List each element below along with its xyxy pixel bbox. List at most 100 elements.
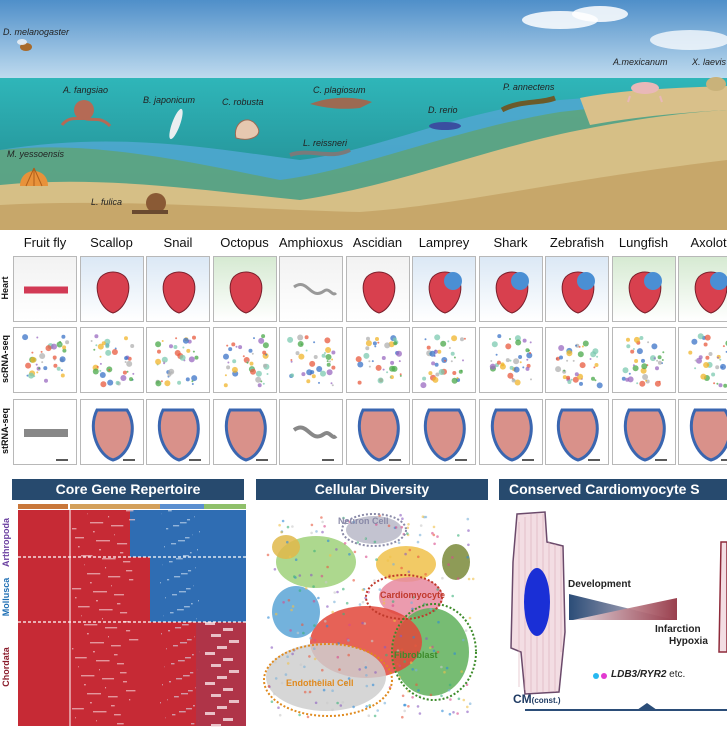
strna-plot (346, 399, 410, 465)
shark-icon (310, 98, 372, 109)
strna-plot (13, 399, 77, 465)
snail-icon (132, 193, 168, 213)
column-header: Zebrafish (539, 235, 615, 250)
heart-image (612, 256, 676, 322)
marker-dot-cyan (593, 673, 599, 679)
scrna-plot (279, 327, 343, 393)
strna-plot (412, 399, 476, 465)
amphioxus-icon (167, 108, 185, 141)
group-label-chordata: Chordata (1, 647, 11, 687)
gene-suffix: etc. (666, 669, 685, 680)
core-gene-title: Core Gene Repertoire (12, 479, 244, 500)
axis-marker-icon (637, 703, 657, 710)
scrna-plot (146, 327, 210, 393)
scrna-plot (412, 327, 476, 393)
species-label: P. annectens (503, 82, 554, 92)
scrna-plot (545, 327, 609, 393)
infarction-label: Infarction (655, 624, 701, 635)
organism-glyphs (0, 0, 727, 230)
species-label: A. fangsiao (63, 85, 108, 95)
heart-image (678, 256, 727, 322)
species-label: C. plagiosum (313, 85, 366, 95)
species-label: X. laevis (692, 57, 726, 67)
species-label: L. fulica (91, 197, 122, 207)
row-label: stRNA-seq (0, 401, 10, 461)
cm-main: CM (513, 692, 532, 706)
strna-plot (545, 399, 609, 465)
marker-dot-magenta (601, 673, 607, 679)
cm-label: CM(const.) (513, 692, 561, 706)
heart-image (146, 256, 210, 322)
heart-image (545, 256, 609, 322)
species-label: D. rerio (428, 105, 458, 115)
column-header: Lamprey (406, 235, 482, 250)
ascidian-icon (235, 120, 258, 139)
heart-image (13, 256, 77, 322)
octopus-icon (62, 100, 110, 126)
column-header: Shark (473, 235, 549, 250)
column-header: Fruit fly (7, 235, 83, 250)
development-label: Development (568, 579, 631, 590)
core-gene-panel: Arthropoda Mollusca Chordata (0, 502, 246, 728)
heart-image (346, 256, 410, 322)
column-header: Lungfish (606, 235, 682, 250)
species-label: M. yessoensis (7, 149, 64, 159)
cluster-label-endothelial: Endothelial Cell (286, 678, 354, 688)
scrna-plot (213, 327, 277, 393)
zebrafish-icon (429, 122, 461, 130)
column-header: Axolotl (672, 235, 727, 250)
row-label: scRNA-seq (0, 329, 10, 389)
lamprey-icon (290, 150, 350, 155)
column-header: Octopus (207, 235, 283, 250)
column-header: Ascidian (340, 235, 416, 250)
scrna-plot (479, 327, 543, 393)
column-header: Scallop (74, 235, 150, 250)
cm-sub: (const.) (532, 696, 561, 705)
scrna-plot (678, 327, 727, 393)
strna-plot (80, 399, 144, 465)
scrna-plot (80, 327, 144, 393)
species-label: C. robusta (222, 97, 264, 107)
strna-plot (279, 399, 343, 465)
species-label: D. melanogaster (3, 27, 69, 37)
strna-plot (678, 399, 727, 465)
scrna-plot (13, 327, 77, 393)
species-label: A.mexicanum (613, 57, 668, 67)
scrna-plot (612, 327, 676, 393)
group-label-arthropoda: Arthropoda (1, 527, 11, 567)
heart-image (279, 256, 343, 322)
species-label: B. japonicum (143, 95, 195, 105)
core-gene-heatmap (0, 502, 246, 728)
heart-image (213, 256, 277, 322)
scrna-plot (346, 327, 410, 393)
column-header: Snail (140, 235, 216, 250)
cellular-diversity-panel: Neuron Cell Cardiomyocyte Fibroblast End… (256, 502, 488, 728)
lungfish-icon (502, 98, 555, 110)
strna-plot (213, 399, 277, 465)
fly-icon (17, 39, 32, 51)
cellular-diversity-title: Cellular Diversity (256, 479, 488, 500)
gene-label: LDB3/RYR2 etc. (611, 669, 685, 680)
strna-plot (479, 399, 543, 465)
conserved-cm-title: Conserved Cardiomyocyte S (499, 479, 727, 500)
row-label: Heart (0, 258, 10, 318)
heart-image (80, 256, 144, 322)
cluster-label-fibroblast: Fibroblast (394, 650, 438, 660)
strna-plot (146, 399, 210, 465)
habitat-scene: D. melanogaster A. fangsiao B. japonicum… (0, 0, 727, 230)
axolotl-icon (628, 82, 662, 102)
frog-icon (706, 77, 726, 91)
heart-image (412, 256, 476, 322)
group-label-mollusca: Mollusca (1, 577, 11, 617)
cardiomyocyte-cell-icon (511, 512, 565, 694)
scallop-icon (20, 168, 48, 186)
column-header: Amphioxus (273, 235, 349, 250)
heart-image (479, 256, 543, 322)
hypoxia-label: Hypoxia (669, 636, 708, 647)
species-label: L. reissneri (303, 138, 347, 148)
umap-plot (256, 502, 488, 728)
conserved-cm-panel: Development Infarction Hypoxia LDB3/RYR2… (499, 502, 727, 728)
strna-plot (612, 399, 676, 465)
gene-names: LDB3/RYR2 (611, 669, 666, 680)
